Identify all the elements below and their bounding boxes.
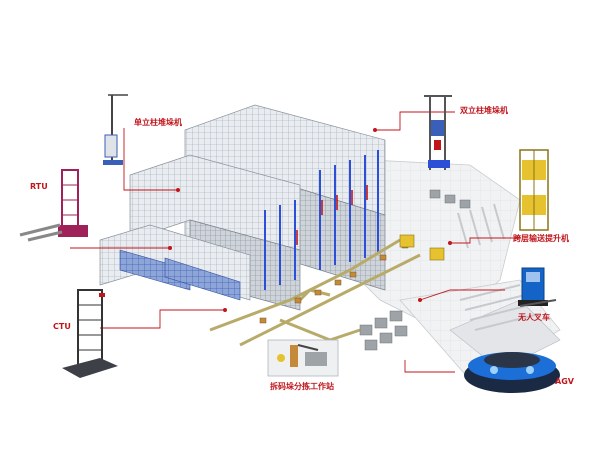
label-rtu: RTU: [30, 182, 48, 191]
conveyor-lines: [209, 238, 421, 347]
pallet-blocks: [359, 189, 471, 351]
workstations: [399, 234, 445, 261]
cross-floor-lift-image: [519, 149, 549, 231]
shelf-rows: [457, 203, 536, 331]
label-unmanned-forklift: 无人叉车: [518, 313, 550, 322]
ctu-image: [62, 289, 118, 378]
rtu-image: [19, 169, 88, 242]
label-ctu: CTU: [53, 322, 71, 331]
single-mast-stacker-image: [103, 94, 128, 165]
forklift-image: [518, 267, 557, 307]
label-single-mast-stacker: 单立柱堆垛机: [134, 118, 182, 127]
label-cross-floor-lift: 跨层输送提升机: [513, 234, 569, 243]
double-mast-stacker-image: [424, 95, 452, 170]
depalletize-station-image: [267, 339, 339, 377]
label-double-mast-stacker: 双立柱堆垛机: [460, 106, 508, 115]
rack-blocks: [99, 104, 386, 311]
callout-lines: [70, 111, 520, 373]
agv-image: [464, 352, 560, 393]
label-depalletize-station: 拆码垛分拣工作站: [270, 382, 334, 391]
callout-dots: [168, 128, 452, 347]
label-agv: AGV: [555, 377, 574, 386]
